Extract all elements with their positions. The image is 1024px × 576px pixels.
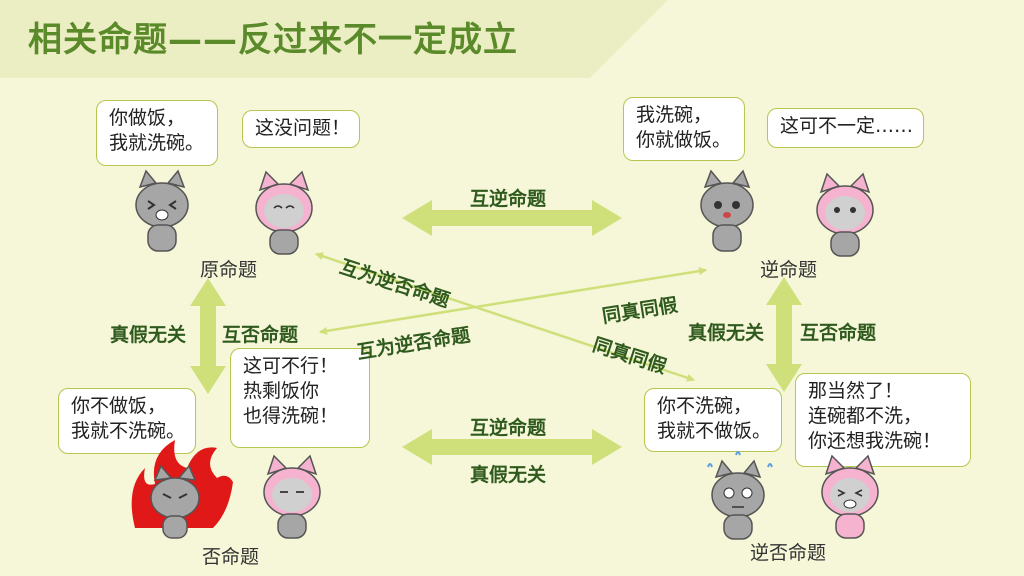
gray-cat-converse [700,169,754,252]
nervous-gray-cat-contrapositive [707,451,773,540]
pink-cat-original [255,170,313,255]
label-inverse: 否命题 [202,546,260,568]
relation-right-unrelated: 真假无关 [688,322,765,344]
pink-cat-inverse [263,454,321,539]
angry-gray-cat-inverse [131,440,233,539]
label-converse: 逆命题 [760,259,818,281]
label-original: 原命题 [200,259,258,281]
relation-bottom-converse: 互逆命题 [470,417,547,439]
relation-right-inverse: 互否命题 [800,322,877,344]
bubble-original-boy: 你做饭， 我就洗碗。 [96,100,218,166]
arrow-original-inverse [190,278,226,394]
bubble-contrapositive-boy: 你不洗碗， 我就不做饭。 [644,388,782,452]
arrow-converse-contrapositive [766,277,802,392]
bubble-contrapositive-girl: 那当然了！ 连碗都不洗， 你还想我洗碗！ [795,373,971,467]
bubble-converse-girl: 这可不一定…… [767,108,924,148]
relation-left-inverse: 互否命题 [222,324,299,346]
arrow-original-converse [402,200,622,236]
title-banner [0,0,668,78]
relation-bottom-unrelated: 真假无关 [470,464,547,486]
page-title: 相关命题——反过来不一定成立 [28,20,518,60]
arrow-inverse-contrapositive [402,429,622,465]
relation-left-unrelated: 真假无关 [110,324,187,346]
line-converse-inverse [319,267,707,335]
relation-top-converse: 互逆命题 [470,188,547,210]
bubble-inverse-girl: 这可不行！ 热剩饭你 也得洗碗！ [230,348,370,448]
bubble-converse-boy: 我洗碗， 你就做饭。 [623,97,745,161]
bubble-original-girl: 这没问题！ [242,110,360,148]
label-contrapositive: 逆否命题 [750,542,827,564]
pink-cat-contrapositive [821,454,879,539]
pink-cat-converse [816,172,874,257]
gray-cat-original [135,169,189,252]
